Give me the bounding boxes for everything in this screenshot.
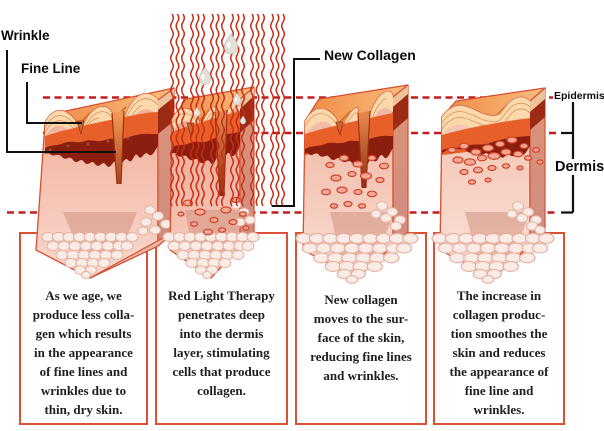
- water-droplets: [193, 33, 246, 125]
- caption-box-3: New collagen moves to the sur- face of t…: [295, 232, 427, 425]
- caption-text-2: Red Light Therapy penetrates deep into t…: [168, 288, 275, 398]
- collagen-dots-3: [320, 154, 390, 209]
- caption-box-1: As we age, we produce less colla- gen wh…: [19, 232, 148, 425]
- collagen-dots-4: [447, 136, 544, 185]
- caption-box-4: The increase in collagen produc- tion sm…: [433, 232, 565, 425]
- red-light-rays: [169, 13, 286, 207]
- dermis-label: Dermis: [554, 159, 604, 175]
- new-collagen-label: New Collagen: [324, 47, 416, 63]
- fine-line-label: Fine Line: [21, 61, 81, 76]
- wrinkle-label: Wrinkle: [1, 28, 50, 43]
- new-collagen-pointer-line: [272, 58, 320, 207]
- caption-text-3: New collagen moves to the sur- face of t…: [310, 292, 412, 383]
- caption-box-2: Red Light Therapy penetrates deep into t…: [155, 232, 288, 425]
- epidermis-dermis-bracket: [561, 96, 575, 214]
- caption-text-4: The increase in collagen produc- tion sm…: [449, 288, 549, 417]
- fine-line-pointer-line: [26, 82, 82, 124]
- dashed-reference-lines: [7, 96, 558, 214]
- caption-text-1: As we age, we produce less colla- gen wh…: [32, 288, 135, 417]
- epidermis-label: Epidermis: [553, 90, 604, 102]
- collagen-dots-2: [177, 196, 250, 236]
